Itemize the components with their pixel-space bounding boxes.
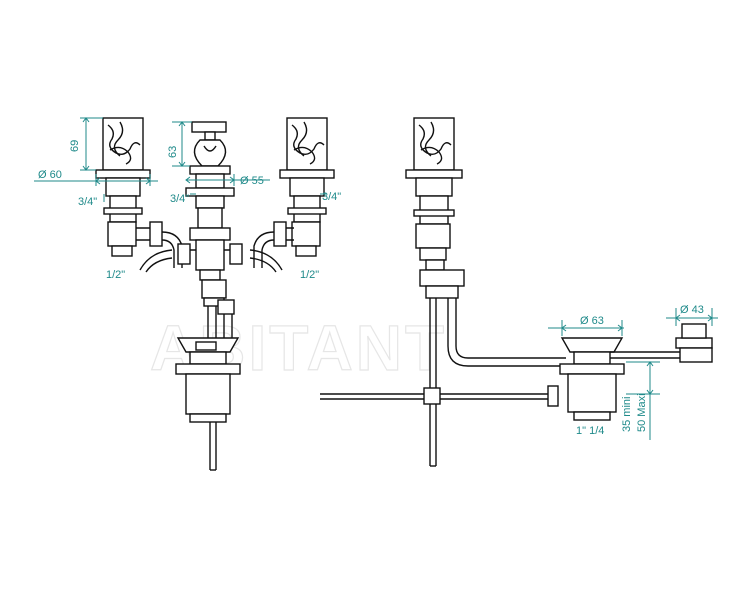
thread-34-left: 3/4"	[78, 196, 97, 208]
thread-34-mid: 3/4"	[170, 193, 189, 205]
left-connector	[136, 221, 183, 273]
dim-diameter-43: Ø 43	[680, 304, 704, 316]
dimension-lines-left	[34, 117, 326, 202]
side-hose	[447, 298, 566, 367]
pop-up-rod	[320, 385, 559, 467]
left-handle	[95, 117, 151, 257]
side-spout	[610, 323, 713, 363]
dimension-lines-right	[548, 308, 718, 440]
side-handle	[405, 117, 465, 392]
dim-diameter-55: Ø 55	[240, 175, 264, 187]
left-drain	[175, 337, 241, 471]
side-drain	[559, 337, 625, 421]
dim-50-maxi: 50 Maxi	[636, 393, 648, 432]
dim-diameter-60: Ø 60	[38, 169, 62, 181]
thread-12-right: 1/2"	[300, 269, 319, 281]
center-connectors	[177, 243, 243, 265]
right-connector	[249, 221, 294, 273]
dim-height-63: 63	[167, 146, 179, 158]
right-handle-left-view	[279, 117, 335, 257]
thread-12-left: 1/2"	[106, 269, 125, 281]
dim-diameter-63: Ø 63	[580, 315, 604, 327]
thread-1-1-4: 1" 1/4	[576, 425, 604, 437]
thread-34-right: 3/4"	[322, 191, 341, 203]
dim-height-69: 69	[69, 140, 81, 152]
center-spout-handle	[185, 121, 235, 360]
dim-35-mini: 35 mini	[621, 397, 633, 432]
